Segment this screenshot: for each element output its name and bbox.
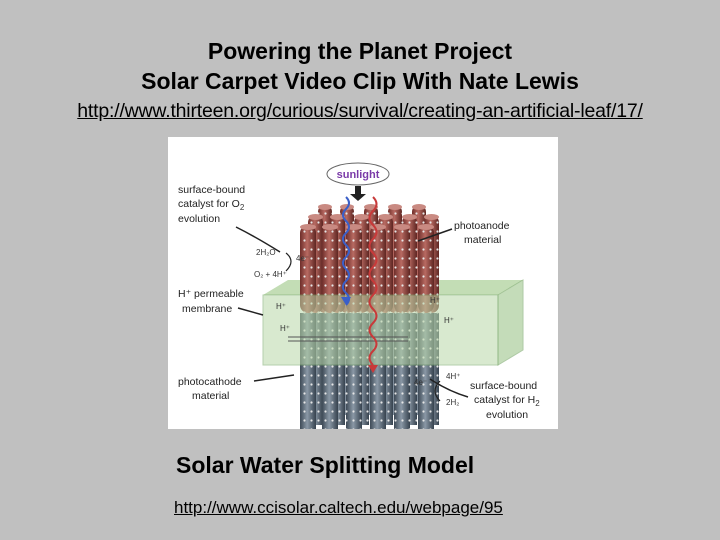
slide-title-line2: Solar Carpet Video Clip With Nate Lewis xyxy=(141,68,579,94)
sunlight-arrow-shaft xyxy=(355,186,361,194)
anode-catalyst-dots xyxy=(370,225,386,313)
rod-cap xyxy=(318,204,332,210)
anode-catalyst-dots xyxy=(300,225,316,313)
o2-catalyst-label-3: evolution xyxy=(178,213,220,225)
slide-title-line1: Powering the Planet Project xyxy=(207,38,513,64)
rod-cap xyxy=(346,224,362,230)
electrons-top-label: 4e⁻ xyxy=(296,254,309,263)
oxygen-label: O₂ + 4H⁺ xyxy=(254,270,287,279)
hplus-marker-1: H⁺ xyxy=(276,302,286,311)
photocathode-label-2: material xyxy=(192,390,229,402)
membrane-side-face xyxy=(497,279,524,366)
h2-catalyst-label-2: catalyst for H2 xyxy=(474,394,540,408)
photoanode-label-1: photoanode xyxy=(454,220,510,232)
h2-catalyst-pointer xyxy=(429,378,469,398)
protons-label: 4H⁺ xyxy=(446,372,460,381)
sunlight-arrow-head xyxy=(350,194,366,201)
rod-cap xyxy=(330,214,345,220)
photoanode-pointer xyxy=(417,228,453,242)
photocathode-pointer xyxy=(253,374,295,382)
photocathode-label-1: photocathode xyxy=(178,376,242,388)
ccisolar-link[interactable]: http://www.ccisolar.caltech.edu/webpage/… xyxy=(174,498,503,517)
o2-catalyst-label-2: catalyst for O2 xyxy=(178,198,245,212)
video-clip-link[interactable]: http://www.thirteen.org/curious/survival… xyxy=(77,100,643,122)
membrane-label-2: membrane xyxy=(182,303,232,315)
anode-catalyst-dots xyxy=(394,225,410,313)
rod-cap xyxy=(394,224,410,230)
rod-cap xyxy=(300,224,316,230)
rod-cap xyxy=(402,214,417,220)
hydrogen-label: 2H₂ xyxy=(446,398,459,407)
red-wave-arrow xyxy=(368,365,378,373)
anode-catalyst-dots xyxy=(322,225,338,313)
red-light-wave xyxy=(368,196,378,366)
o2-catalyst-label-1: surface-bound xyxy=(178,184,245,196)
rod-cap xyxy=(354,214,369,220)
sunlight-badge xyxy=(326,162,390,186)
rod-cap xyxy=(424,214,439,220)
blue-light-wave xyxy=(342,196,350,306)
anode-catalyst-dots xyxy=(346,225,362,313)
h2-catalyst-label-1: surface-bound xyxy=(470,380,537,392)
water-reaction-arrow xyxy=(285,252,292,272)
photoanode-label-2: material xyxy=(464,234,501,246)
rod-cap xyxy=(308,214,323,220)
rod-cap xyxy=(418,224,434,230)
membrane-front-face xyxy=(262,294,499,366)
membrane-pointer xyxy=(237,307,264,316)
water-label: 2H₂O xyxy=(256,248,276,257)
rod-cap xyxy=(388,204,402,210)
solar-water-splitting-figure: sunlight surface-bound catalyst for O2 e… xyxy=(168,137,558,429)
hydrogen-reaction-arrow xyxy=(434,380,441,402)
rod-cap xyxy=(322,224,338,230)
h2-catalyst-label-3: evolution xyxy=(486,409,528,421)
anode-catalyst-dots xyxy=(418,225,434,313)
o2-catalyst-pointer xyxy=(235,226,281,253)
rod-cap xyxy=(412,204,426,210)
electrons-bottom-label: 4e⁻ xyxy=(414,378,427,387)
hplus-marker-3: H⁺ xyxy=(430,296,440,305)
hplus-marker-4: H⁺ xyxy=(444,316,454,325)
figure-caption: Solar Water Splitting Model xyxy=(176,452,475,478)
rod-cap xyxy=(378,214,393,220)
blue-wave-arrow xyxy=(341,297,351,305)
sunlight-label: sunlight xyxy=(337,169,380,181)
membrane-label-1: H⁺ permeable xyxy=(178,288,244,300)
hplus-marker-2: H⁺ xyxy=(280,324,290,333)
figure-svg: sunlight surface-bound catalyst for O2 e… xyxy=(178,162,540,429)
